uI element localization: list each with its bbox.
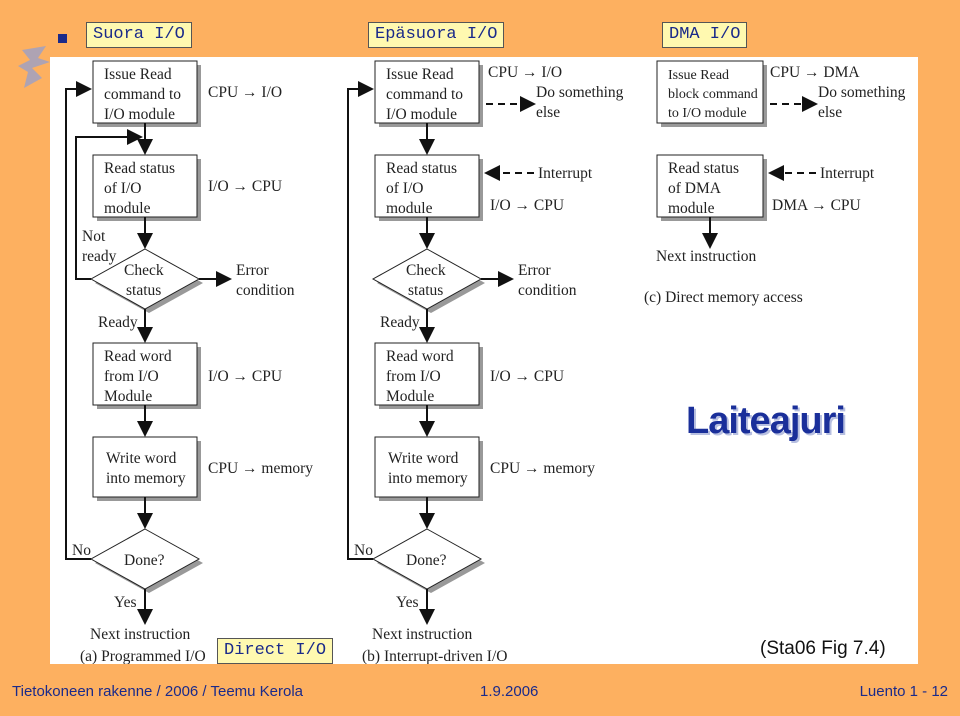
a-box3-line1: Read word [104,348,172,365]
footer-course: Tietokoneen rakenne / 2006 / Teemu Kerol… [12,683,304,700]
b-box3-line1: Read word [386,348,454,365]
flow-interrupt: Issue Read command to I/O module CPU → I… [347,60,624,665]
c-interrupt: Interrupt [820,165,875,182]
a-check-line1: Check [124,262,164,279]
a-yes: Yes [114,594,137,611]
b-box3-line3: Module [386,388,434,405]
b-box2-line3: module [386,200,433,217]
box-c-issue-read [656,60,764,124]
box-issue-read [92,60,198,124]
c-box1-note: CPU → DMA [770,64,860,81]
a-box4-line1: Write word [106,450,177,467]
footer-date: 1.9.2006 [480,683,539,700]
b-no: No [354,542,373,559]
a-box1-note: CPU → I/O [208,84,282,101]
box-b-write-word [374,436,480,498]
box-c-read-status [656,154,764,218]
a-check-line2: status [126,282,161,299]
c-box2-line2: of DMA [668,180,722,197]
a-done: Done? [124,552,165,569]
footer-page-number: Luento 1 - 12 [859,683,948,700]
page-title: Laiteajuri [686,400,846,442]
a-not-ready-line1: Not [82,228,106,245]
b-box1-line3: I/O module [386,106,457,123]
b-box2-line2: of I/O [386,180,423,197]
a-box3-note: I/O → CPU [208,368,282,385]
bullet-marker [58,34,67,43]
a-box3-line2: from I/O [104,368,159,385]
box-b-issue-read [374,60,480,124]
a-box1-line1: Issue Read [104,66,172,83]
b-interrupt: Interrupt [538,165,593,182]
b-box4-note: CPU → memory [490,460,595,477]
b-box2-line1: Read status [386,160,457,177]
flow-programmed: Issue Read command to I/O module CPU → I… [65,60,313,665]
b-check-line1: Check [406,262,446,279]
a-box3-line3: Module [104,388,152,405]
c-box1-line2: block command [668,87,758,102]
tab-programmed-io: Suora I/O [86,22,192,48]
a-error-line1: Error [236,262,270,279]
a-box2-line1: Read status [104,160,175,177]
flow-dma: Issue Read block command to I/O module C… [644,60,906,306]
a-box2-line2: of I/O [104,180,141,197]
a-box1-line2: command to [104,86,181,103]
b-aside-line2: else [536,104,560,121]
c-box2-line1: Read status [668,160,739,177]
diamond-b-check-status [371,248,483,310]
b-aside-line1: Do something [536,84,624,101]
a-no: No [72,542,91,559]
a-next: Next instruction [90,626,191,643]
b-ready: Ready [380,314,420,331]
b-box4-line2: into memory [388,470,468,487]
a-box4-note: CPU → memory [208,460,313,477]
io-flowchart: Issue Read command to I/O module CPU → I… [65,60,906,665]
b-box1-line2: command to [386,86,463,103]
diagram-panel: Issue Read command to I/O module CPU → I… [50,57,918,665]
b-next: Next instruction [372,626,473,643]
c-next: Next instruction [656,248,757,265]
a-ready: Ready [98,314,138,331]
b-box2-note: I/O → CPU [490,197,564,214]
c-aside-line1: Do something [818,84,906,101]
b-check-line2: status [408,282,443,299]
box-write-word [92,436,198,498]
a-caption: (a) Programmed I/O [80,648,206,664]
c-aside-line2: else [818,104,842,121]
a-error-line2: condition [236,282,295,299]
tab-interrupt-io: Epäsuora I/O [368,22,505,48]
c-box2-line3: module [668,200,715,217]
b-error-line1: Error [518,262,552,279]
b-yes: Yes [396,594,419,611]
b-box1-line1: Issue Read [386,66,454,83]
b-caption: (b) Interrupt-driven I/O [362,648,507,664]
b-box3-line2: from I/O [386,368,441,385]
b-box1-note: CPU → I/O [488,64,562,81]
c-caption: (c) Direct memory access [644,289,803,306]
figure-reference: (Sta06 Fig 7.4) [760,638,886,659]
a-box4-line2: into memory [106,470,186,487]
c-box1-line1: Issue Read [668,68,729,83]
a-box1-line3: I/O module [104,106,175,123]
a-box2-note: I/O → CPU [208,178,282,195]
c-box2-note: DMA → CPU [772,197,861,214]
box-b-read-status [374,154,480,218]
b-done: Done? [406,552,447,569]
box-read-status [92,154,198,218]
b-error-line2: condition [518,282,577,299]
c-box1-line3: to I/O module [668,106,747,121]
a-box2-line3: module [104,200,151,217]
b-box4-line1: Write word [388,450,459,467]
a-not-ready-line2: ready [82,248,117,265]
b-box3-note: I/O → CPU [490,368,564,385]
university-logo-icon [18,46,50,88]
direct-io-label: Direct I/O [217,638,334,664]
tab-dma-io: DMA I/O [662,22,748,48]
